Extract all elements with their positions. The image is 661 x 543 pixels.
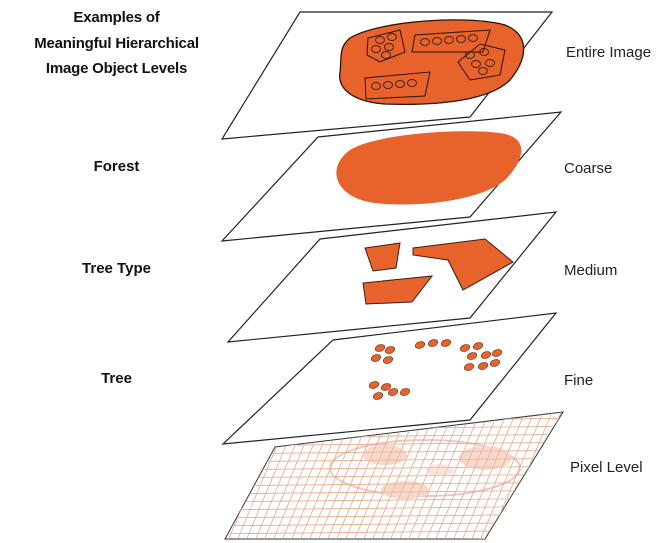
label-tree-type: Tree Type: [24, 260, 209, 277]
entire-image-object: [340, 20, 524, 104]
label-forest: Forest: [24, 158, 209, 175]
grid-column-line: [182, 405, 240, 543]
label-fine: Fine: [564, 372, 593, 389]
label-tree: Tree: [24, 370, 209, 387]
label-medium: Medium: [564, 262, 617, 279]
diagram-title-line-2: Meaningful Hierarchical: [24, 32, 209, 56]
diagram-title-line-1: Examples of: [24, 6, 209, 30]
label-entire-image: Entire Image: [566, 44, 651, 61]
label-coarse: Coarse: [564, 160, 612, 177]
diagram-title-line-3: Image Object Levels: [24, 57, 209, 81]
label-pixel-level: Pixel Level: [570, 459, 643, 476]
